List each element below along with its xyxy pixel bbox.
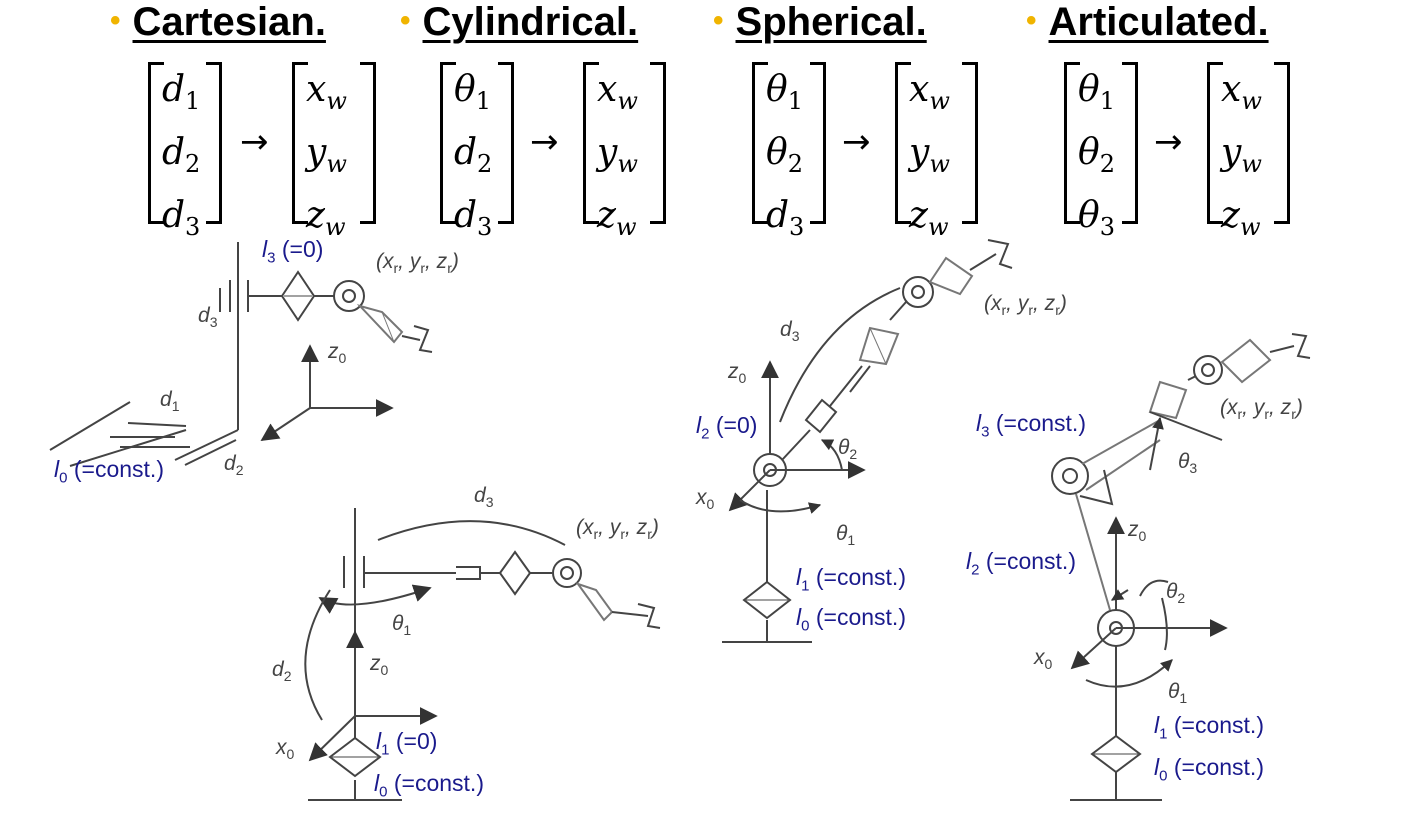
label-l2: l2 (=0) [696,412,758,443]
label-l0: l0 (=const.) [1154,754,1264,785]
heading-articulated: • Articulated. [1026,0,1269,45]
label-d1: d1 [160,388,180,415]
label-x0: x0 [696,486,715,513]
label-d3: d3 [198,304,218,331]
label-z0: z0 [728,360,747,387]
label-l3: l3 (=0) [262,236,324,267]
heading-cartesian: • Cartesian. [110,0,326,45]
equation-spherical: θ1 θ2 d3 → xw yw zw [752,62,982,242]
label-l1: l1 (=const.) [796,564,906,595]
bullet-icon: • [400,4,411,37]
map-arrow: → [1154,122,1183,162]
label-end-effector-pose: (xr, yr, zr) [376,250,459,277]
label-x0: x0 [276,736,295,763]
label-theta2: θ2 [1166,580,1186,607]
label-theta1: θ1 [836,522,856,549]
label-theta1: θ1 [1168,680,1188,707]
map-arrow: → [530,122,559,162]
label-l0: l0 (=const.) [54,456,164,487]
joint-vector: θ1 θ2 d3 [766,69,805,242]
heading-spherical: • Spherical. [713,0,927,45]
bullet-icon: • [110,4,121,37]
equation-articulated: θ1 θ2 θ3 → xw yw zw [1064,62,1294,242]
heading-cartesian-text: Cartesian. [132,0,326,44]
map-arrow: → [842,122,871,162]
label-l2: l2 (=const.) [966,548,1076,579]
cylindrical-robot [304,508,661,801]
label-d3: d3 [474,484,494,511]
heading-cylindrical-text: Cylindrical. [422,0,639,44]
heading-articulated-text: Articulated. [1048,0,1269,44]
label-d2: d2 [224,452,244,479]
joint-vector: θ1 d2 d3 [454,69,493,242]
label-l1: l1 (=const.) [1154,712,1264,743]
joint-vector: d1 d2 d3 [162,69,201,242]
world-vector: xw yw zw [909,69,950,242]
label-d3: d3 [780,318,800,345]
cartesian-robot [49,242,433,467]
label-z0: z0 [328,340,347,367]
world-vector: xw yw zw [597,69,638,242]
heading-cylindrical: • Cylindrical. [400,0,638,45]
label-end-effector-pose: (xr, yr, zr) [576,516,659,543]
label-l0: l0 (=const.) [374,770,484,801]
label-theta1: θ1 [392,612,412,639]
equation-cartesian: d1 d2 d3 → xw yw zw [148,62,378,242]
label-theta2: θ2 [838,436,858,463]
label-z0: z0 [370,652,389,679]
label-theta3: θ3 [1178,450,1198,477]
articulated-robot [1051,333,1311,801]
map-arrow: → [240,122,269,162]
world-vector: xw yw zw [306,69,347,242]
label-l0: l0 (=const.) [796,604,906,635]
world-vector: xw yw zw [1221,69,1262,242]
bullet-icon: • [713,4,724,37]
label-d2: d2 [272,658,292,685]
label-end-effector-pose: (xr, yr, zr) [1220,396,1303,423]
label-l3: l3 (=const.) [976,410,1086,441]
label-z0: z0 [1128,518,1147,545]
equation-cylindrical: θ1 d2 d3 → xw yw zw [440,62,670,242]
joint-vector: θ1 θ2 θ3 [1078,69,1115,242]
heading-spherical-text: Spherical. [735,0,927,44]
bullet-icon: • [1026,4,1037,37]
label-end-effector-pose: (xr, yr, zr) [984,292,1067,319]
label-x0: x0 [1034,646,1053,673]
spherical-robot [722,239,1013,643]
label-l1: l1 (=0) [376,728,438,759]
